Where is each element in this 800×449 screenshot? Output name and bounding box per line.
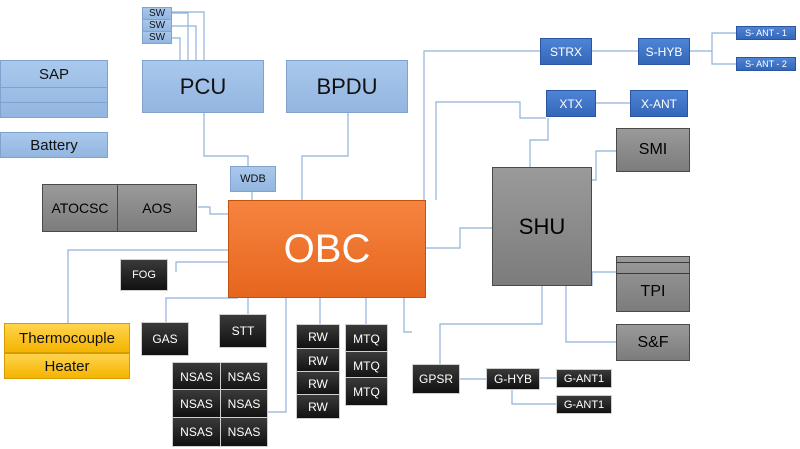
gas-block[interactable]: GAS: [141, 322, 189, 356]
heater-block[interactable]: Heater: [4, 353, 130, 379]
g-ant1-block-1[interactable]: G-ANT1: [556, 369, 612, 388]
sap-divider-2: [0, 102, 108, 103]
rw-wheel-3[interactable]: RW: [296, 371, 340, 396]
bpdu-block[interactable]: BPDU: [286, 60, 408, 113]
nsas-sensor-6[interactable]: NSAS: [220, 417, 268, 447]
fog-block[interactable]: FOG: [120, 259, 168, 291]
tpi-block[interactable]: TPI: [616, 256, 690, 312]
tpi-label: TPI: [640, 283, 666, 300]
nsas-sensor-3[interactable]: NSAS: [172, 389, 221, 418]
rw-wheel-4[interactable]: RW: [296, 394, 340, 419]
xtx-block[interactable]: XTX: [546, 90, 596, 117]
nsas-sensor-1[interactable]: NSAS: [172, 362, 221, 392]
shu-block[interactable]: SHU: [492, 167, 592, 286]
pcu-block[interactable]: PCU: [142, 60, 264, 113]
rw-wheel-1[interactable]: RW: [296, 324, 340, 349]
sap-label: SAP: [38, 66, 69, 83]
thermocouple-block[interactable]: Thermocouple: [4, 323, 130, 353]
rw-wheel-2[interactable]: RW: [296, 348, 340, 373]
nsas-sensor-2[interactable]: NSAS: [220, 362, 268, 392]
sf-block[interactable]: S&F: [616, 324, 690, 361]
sap-block[interactable]: SAP: [0, 60, 108, 118]
gpsr-block[interactable]: GPSR: [412, 364, 460, 394]
sap-divider-1: [0, 87, 108, 88]
smi-block[interactable]: SMI: [616, 128, 690, 172]
x-ant-block[interactable]: X-ANT: [630, 90, 688, 117]
s-hyb-block[interactable]: S-HYB: [638, 38, 690, 65]
battery-block[interactable]: Battery: [0, 132, 108, 158]
mtq-torquer-1[interactable]: MTQ: [345, 324, 388, 353]
sw-switch-3[interactable]: SW: [142, 31, 172, 44]
mtq-torquer-3[interactable]: MTQ: [345, 377, 388, 406]
wdb-block[interactable]: WDB: [230, 166, 276, 192]
s-ant-2-block[interactable]: S- ANT - 2: [736, 57, 796, 71]
nsas-sensor-4[interactable]: NSAS: [220, 389, 268, 419]
tpi-divider-2: [616, 273, 690, 274]
mtq-torquer-2[interactable]: MTQ: [345, 351, 388, 380]
g-ant1-block-2[interactable]: G-ANT1: [556, 395, 612, 414]
s-ant-1-block[interactable]: S- ANT - 1: [736, 26, 796, 40]
stt-block[interactable]: STT: [219, 314, 267, 348]
nsas-sensor-5[interactable]: NSAS: [172, 417, 221, 447]
strx-block[interactable]: STRX: [540, 38, 592, 65]
atocsc-block[interactable]: ATOCSC: [42, 184, 118, 232]
tpi-divider-1: [616, 262, 690, 263]
obc-block[interactable]: OBC: [228, 200, 426, 298]
aos-block[interactable]: AOS: [117, 184, 197, 232]
g-hyb-block[interactable]: G-HYB: [486, 368, 540, 390]
